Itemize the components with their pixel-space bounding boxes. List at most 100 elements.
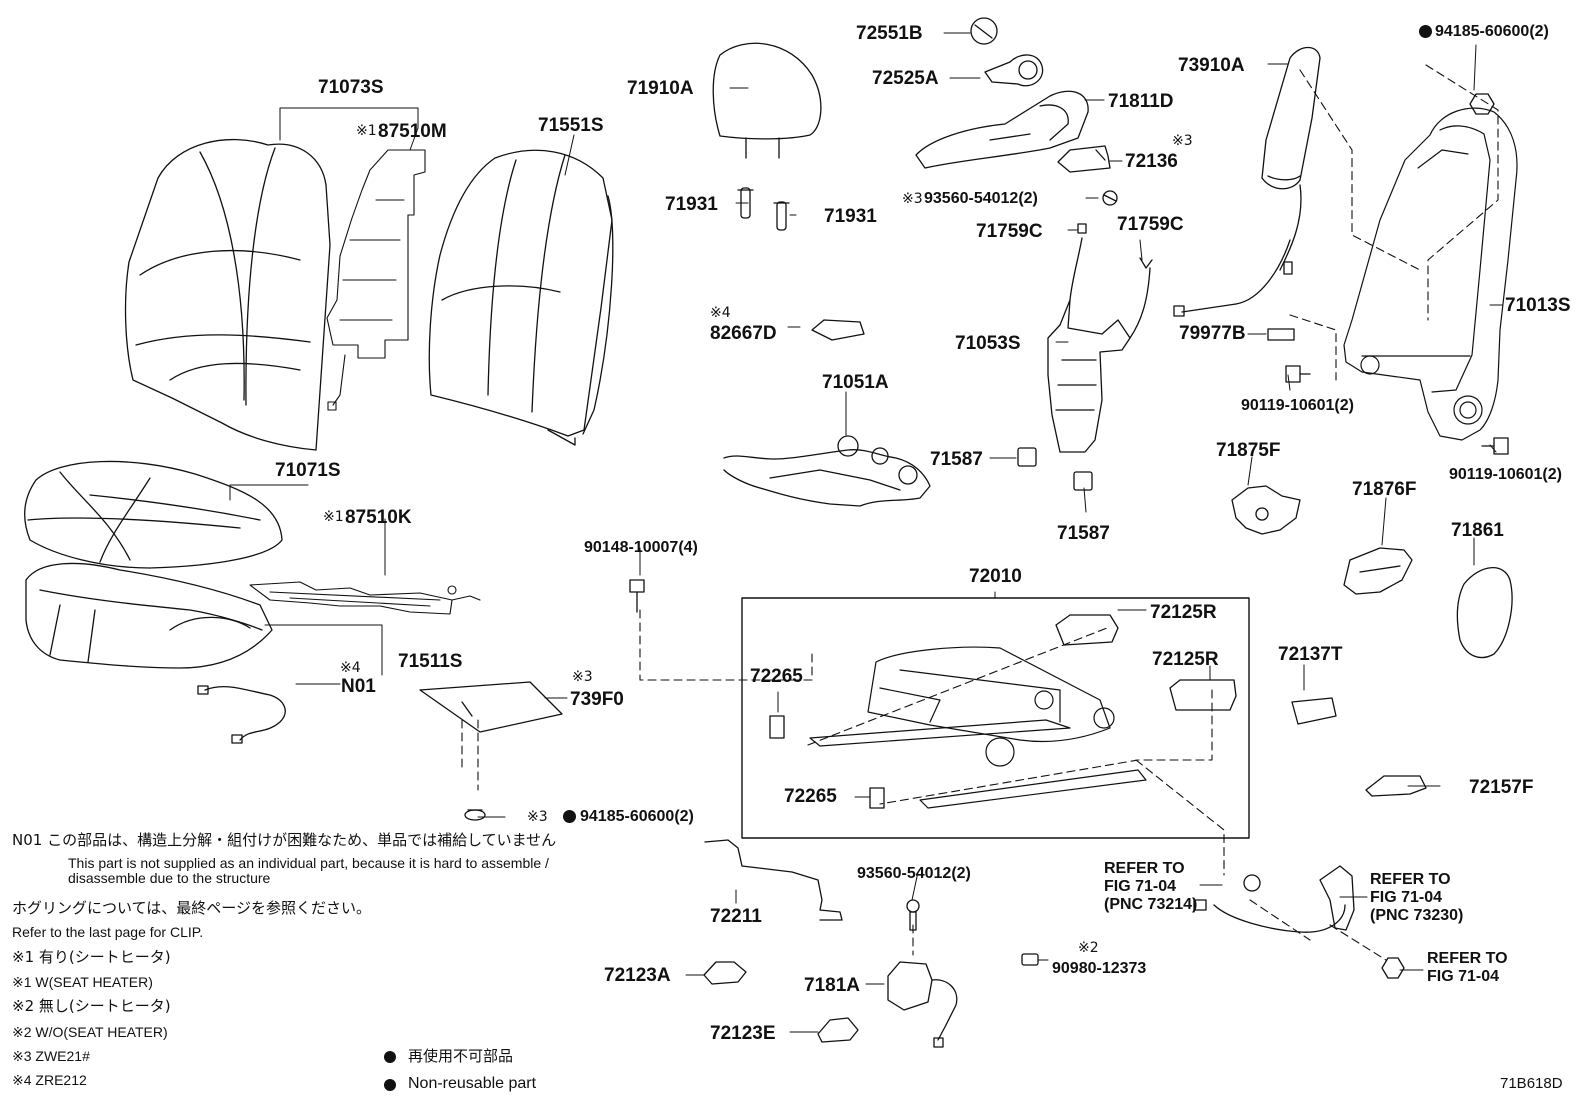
label-90119-b: 90119-10601(2) xyxy=(1449,466,1562,483)
label-72123a: 72123A xyxy=(604,965,671,986)
legend-1-en: ※1 W(SEAT HEATER) xyxy=(12,974,153,990)
label-72265-a: 72265 xyxy=(750,666,803,687)
label-90119-a: 90119-10601(2) xyxy=(1241,397,1354,414)
refer-a-line3: (PNC 73214) xyxy=(1104,896,1198,913)
label-72136: 72136 xyxy=(1125,151,1178,172)
seatback-pad-71551s xyxy=(428,149,614,446)
label-82667d: 82667D xyxy=(710,323,777,344)
label-71587-b: 71587 xyxy=(1057,523,1110,544)
refer-a-line1: REFER TO xyxy=(1104,860,1185,877)
non-reusable-dot-2 xyxy=(563,810,576,823)
label-72157f: 72157F xyxy=(1469,777,1534,798)
knob-72551b xyxy=(970,17,998,45)
clip-71587 xyxy=(1017,447,1093,491)
seat-heater-87510m xyxy=(326,149,426,411)
cover-72125r xyxy=(1055,614,1237,711)
nut-refer xyxy=(1381,957,1405,979)
nut-94185-bottom xyxy=(464,809,486,821)
note-n01-en-1: This part is not supplied as an individu… xyxy=(68,855,549,871)
refer-c-line2: FIG 71-04 xyxy=(1427,968,1500,985)
seat-track-72010 xyxy=(809,646,1147,809)
mark-4b: ※4 xyxy=(340,660,361,676)
label-72137t: 72137T xyxy=(1278,644,1343,665)
label-94185-bottom: 94185-60600(2) xyxy=(580,808,694,825)
note-n01-en-2: disassemble due to the structure xyxy=(68,870,271,886)
label-90148: 90148-10007(4) xyxy=(584,539,698,556)
seatback-cover-71073s xyxy=(124,138,331,451)
cover-72123e xyxy=(817,1017,859,1043)
lumbar-support-71053s xyxy=(1047,237,1151,453)
illustration-code: 71B618D xyxy=(1500,1075,1563,1092)
note-n01-jp: N01 この部品は、構造上分解・組付けが困難なため、単品では補給していません xyxy=(12,831,557,849)
label-87510k: 87510K xyxy=(345,507,412,528)
lever-72525a xyxy=(984,54,1044,87)
label-72551b: 72551B xyxy=(856,23,923,44)
note-clip-en: Refer to the last page for CLIP. xyxy=(12,924,204,940)
legend-2-en: ※2 W/O(SEAT HEATER) xyxy=(12,1024,168,1040)
label-71759c-a: 71759C xyxy=(976,221,1043,242)
label-73910a: 73910A xyxy=(1178,55,1245,76)
legend-2-jp: ※2 無し(シートヒータ) xyxy=(12,997,171,1015)
note-clip-jp: ホグリングについては、最終ページを参照ください。 xyxy=(12,899,371,917)
label-71875f: 71875F xyxy=(1216,440,1281,461)
label-71587-a: 71587 xyxy=(930,449,983,470)
legend-nonreusable-jp: 再使用不可部品 xyxy=(408,1047,514,1065)
recliner-7181a xyxy=(887,899,958,1048)
legend-nonreusable-en: Non-reusable part xyxy=(408,1075,537,1092)
label-71811d: 71811D xyxy=(1108,91,1174,112)
label-79977b: 79977B xyxy=(1179,323,1246,344)
leader-lines xyxy=(229,32,1503,1033)
cover-72123a xyxy=(703,961,747,985)
label-72123e: 72123E xyxy=(710,1023,776,1044)
refer-b-line3: (PNC 73230) xyxy=(1370,907,1464,924)
buckle-73230 xyxy=(1319,865,1355,931)
bolt-90119 xyxy=(1285,365,1509,455)
legend-4: ※4 ZRE212 xyxy=(12,1072,87,1088)
mark-2: ※2 xyxy=(1078,940,1099,956)
seat-cushion-pad-71511s xyxy=(25,562,273,669)
cover-72137t xyxy=(1291,697,1337,725)
label-71931-b: 71931 xyxy=(824,206,877,227)
seat-cushion-cover-71071s xyxy=(23,460,283,569)
label-72211: 72211 xyxy=(710,906,762,927)
connector-90980 xyxy=(1021,953,1039,966)
airbag-73910a xyxy=(1173,46,1321,317)
label-7181a: 7181A xyxy=(804,975,860,996)
rod-72211 xyxy=(704,839,843,921)
tag-79977b xyxy=(1267,328,1295,341)
headrest-71910a xyxy=(712,42,822,231)
label-90980: 90980-12373 xyxy=(1052,960,1147,977)
mat-739f0 xyxy=(419,681,563,733)
refer-b-line1: REFER TO xyxy=(1370,871,1451,888)
label-71910a: 71910A xyxy=(627,78,694,99)
non-reusable-dot xyxy=(1419,25,1432,38)
label-71861: 71861 xyxy=(1451,520,1504,541)
label-71551s: 71551S xyxy=(538,115,604,136)
label-71876f: 71876F xyxy=(1352,479,1417,500)
mark-3c: ※3 xyxy=(572,669,593,685)
wire-n01 xyxy=(197,685,286,744)
seatback-frame-71013s xyxy=(1343,107,1518,441)
label-71511s: 71511S xyxy=(398,651,463,672)
label-72125r-b: 72125R xyxy=(1152,649,1219,670)
label-72010: 72010 xyxy=(969,566,1022,587)
pad-82667d xyxy=(811,319,865,341)
label-71013s: 71013S xyxy=(1505,295,1571,316)
mark-4a: ※4 xyxy=(710,305,731,321)
label-n01: N01 xyxy=(341,676,376,697)
label-72525a: 72525A xyxy=(872,68,939,89)
mark-1: ※1 xyxy=(356,123,377,139)
label-93560-a: 93560-54012(2) xyxy=(924,190,1038,207)
legend-3: ※3 ZWE21# xyxy=(12,1048,90,1064)
mark-1b: ※1 xyxy=(323,509,344,525)
label-71071s: 71071S xyxy=(275,460,341,481)
label-739f0: 739F0 xyxy=(570,689,624,710)
wire-harness-71051a xyxy=(723,435,931,507)
label-94185-top: 94185-60600(2) xyxy=(1435,23,1549,40)
refer-c-line1: REFER TO xyxy=(1427,950,1508,967)
seat-heater-87510k xyxy=(249,581,481,615)
label-87510m: 87510M xyxy=(378,121,447,142)
bolt-93560 xyxy=(1102,190,1118,206)
